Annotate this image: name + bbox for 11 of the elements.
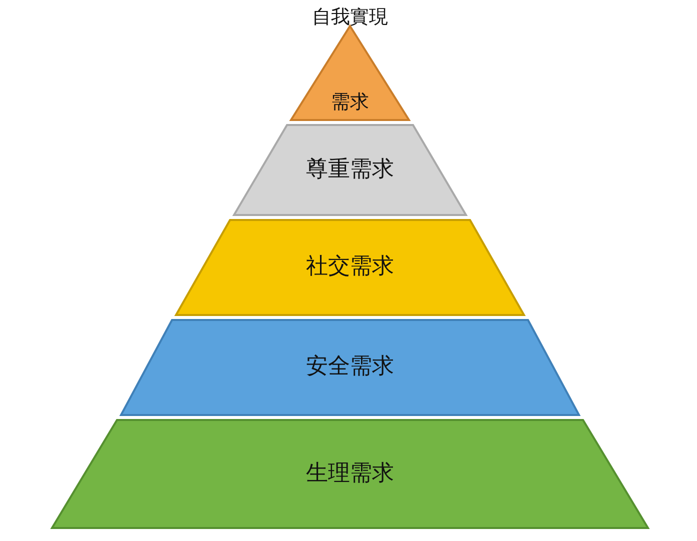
pyramid-level xyxy=(176,220,524,315)
level-label: 安全需求 xyxy=(306,354,394,381)
level-label: 尊重需求 xyxy=(306,156,394,184)
pyramid-level xyxy=(121,320,579,415)
pyramid-level xyxy=(291,6,409,120)
level-label: 生理需求 xyxy=(306,460,394,488)
pyramid-level xyxy=(52,420,648,528)
level-label: 社交需求 xyxy=(306,254,394,281)
level-label: 需求 xyxy=(331,91,369,114)
pyramid-level xyxy=(234,125,466,215)
level-label: 自我實現 xyxy=(312,6,388,29)
